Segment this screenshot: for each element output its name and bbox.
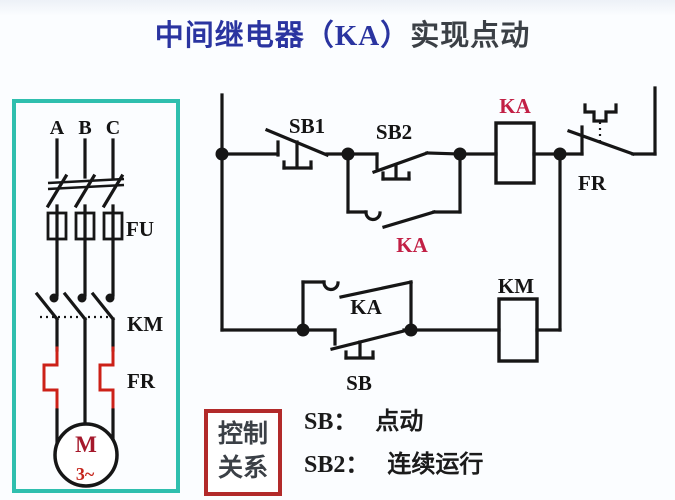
sb-label: SB (346, 371, 372, 395)
legend-term-sb: SB： (304, 409, 358, 435)
km-contact-seat-a (49, 293, 59, 303)
km-main-contacts: KM (34, 291, 163, 336)
legend-entry-sb: SB： 点动 (304, 407, 483, 437)
km-coil-body (497, 297, 539, 363)
knife-switch (45, 173, 125, 209)
phase-a-label: A (50, 117, 65, 139)
ka-relay-coil: KA (494, 94, 536, 185)
ka-upper-contact-label: KA (396, 233, 428, 257)
fr-heaters: FR (42, 346, 156, 412)
motor-label: M (75, 432, 97, 457)
switch-blade-c (101, 173, 125, 209)
sb1-label: SB1 (289, 114, 325, 138)
km-contact-seat-b (77, 293, 87, 303)
title-highlight: 中间继电器（KA） (154, 20, 411, 52)
fr-nc-contact: FR (558, 103, 657, 195)
legend-entry-sb2: SB2： 连续运行 (304, 450, 483, 480)
fuse-c (102, 211, 124, 241)
control-relation-line2: 关系 (218, 454, 269, 482)
page-title: 中间继电器（KA）实现点动 (0, 12, 675, 54)
km-contacts-label: KM (127, 312, 163, 336)
motor: M 3~ (53, 422, 119, 488)
control-relation-box: 控制 关系 (204, 409, 283, 496)
ka-low-contact-arm (339, 280, 413, 299)
km-contact-seat-c (105, 293, 115, 303)
legend-desc-sb: 点动 (375, 409, 424, 435)
control-circuit: SB1 SB2 KA (215, 86, 657, 395)
ka-low-contact-hook (322, 280, 340, 292)
legend-desc-sb2: 连续运行 (387, 452, 484, 478)
phase-c-label: C (106, 117, 120, 139)
km-blade-a (34, 291, 60, 322)
fuse-b (74, 211, 96, 241)
motor-body (53, 422, 119, 488)
sb2-label: SB2 (376, 120, 412, 144)
legend-term-sb2: SB2： (304, 452, 370, 478)
fr-heaters-label: FR (127, 369, 156, 393)
ka-up-contact-arm (382, 210, 436, 229)
ka-lower-contact-branch: KA (301, 280, 413, 332)
fr-heater-a (42, 346, 59, 412)
fuse-a (46, 211, 68, 241)
title-rest: 实现点动 (410, 20, 531, 52)
junction-c (553, 147, 567, 161)
km-coil-label: KM (498, 274, 534, 298)
motor-phase-label: 3~ (76, 464, 95, 484)
sb2-no-button: SB2 (371, 120, 430, 181)
sb-no-button: SB (330, 328, 406, 395)
sb1-nc-button: SB1 (264, 114, 330, 170)
junction-rail-top (215, 147, 229, 161)
km-blade-c (90, 291, 116, 322)
junction-a (341, 147, 355, 161)
phase-b-label: B (78, 117, 91, 139)
sb2-arm (371, 150, 430, 175)
control-relation-line1: 控制 (218, 421, 269, 448)
ka-lower-contact-label: KA (350, 295, 382, 319)
switch-blade-a (45, 173, 69, 209)
fuses-fu: FU (46, 211, 154, 241)
fr-heater-c (98, 346, 115, 412)
legend: SB： 点动 SB2： 连续运行 (304, 407, 483, 480)
ka-coil-body (494, 121, 536, 185)
km-contactor-coil: KM (497, 274, 539, 363)
main-circuit-border (12, 99, 180, 493)
junction-d (296, 323, 310, 337)
fuse-label: FU (126, 217, 154, 241)
km-blade-b (62, 291, 88, 322)
ka-upper-contact-branch: KA (346, 152, 462, 257)
junction-b (453, 147, 467, 161)
junction-e (404, 323, 418, 337)
fr-arm (566, 128, 636, 157)
switch-linkage-bar-1 (47, 177, 125, 185)
main-circuit: A B C FU (12, 99, 180, 493)
fr-heater-symbol (583, 103, 618, 123)
ka-up-contact-hook (364, 210, 382, 222)
fr-contact-label: FR (578, 171, 607, 195)
ka-coil-label: KA (499, 94, 531, 118)
switch-linkage-bar-2 (47, 183, 125, 191)
sb-arm (330, 329, 406, 351)
